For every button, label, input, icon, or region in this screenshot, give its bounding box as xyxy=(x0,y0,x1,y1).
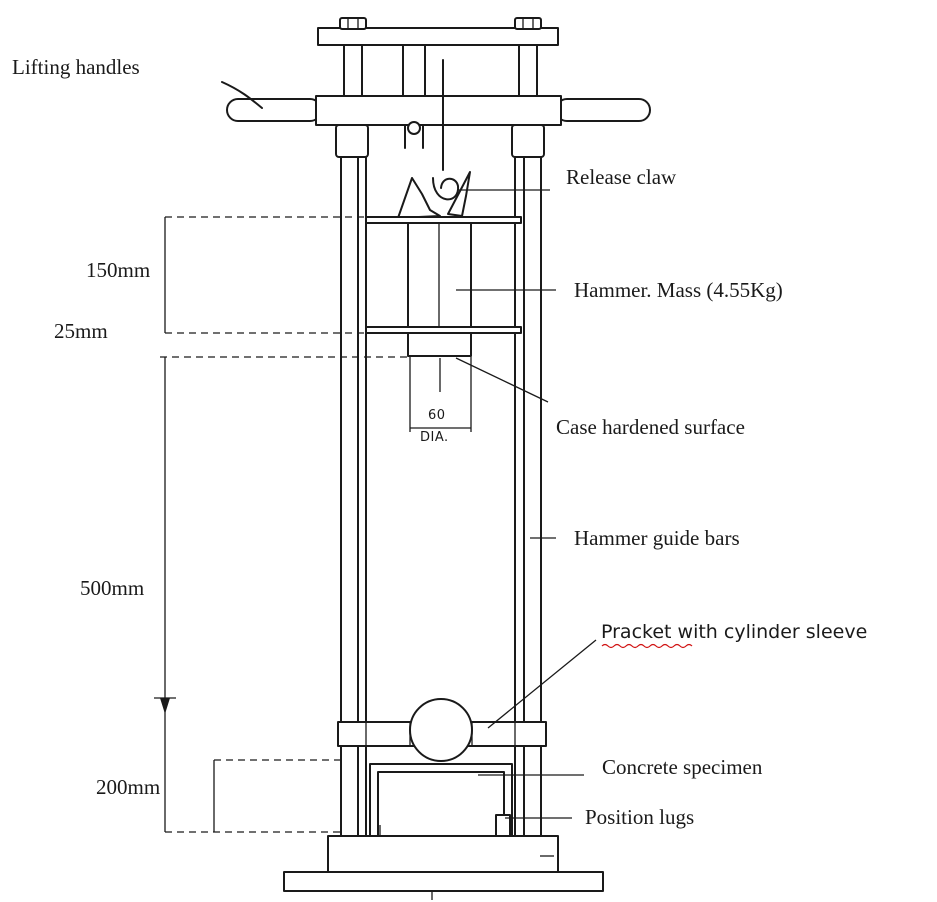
dim-200mm: 200mm xyxy=(96,775,160,799)
top-plate xyxy=(317,17,559,46)
release-rod xyxy=(404,59,444,171)
label-lifting-handles: Lifting handles xyxy=(12,55,140,79)
label-guide-bars: Hammer guide bars xyxy=(574,526,740,550)
specimen-mould xyxy=(369,763,513,837)
spellcheck-underline xyxy=(601,643,693,649)
dimension-lines xyxy=(154,216,410,833)
top-rods xyxy=(343,44,538,98)
dia-value: 60 xyxy=(428,408,446,423)
base xyxy=(283,835,604,900)
bracket xyxy=(337,698,547,762)
label-hammer-mass: Hammer. Mass (4.55Kg) xyxy=(574,278,783,302)
release-claw xyxy=(397,171,471,219)
label-release-claw: Release claw xyxy=(566,165,677,189)
label-bracket: Pracket with cylinder sleeve xyxy=(601,621,867,643)
crossbar xyxy=(226,95,651,126)
dia-unit: DIA. xyxy=(420,430,449,445)
diameter-annotation: 60 DIA. xyxy=(409,357,472,445)
label-case-hardened: Case hardened surface xyxy=(556,415,745,439)
leader-lines xyxy=(221,81,597,819)
label-concrete-specimen: Concrete specimen xyxy=(602,755,763,779)
dim-25mm: 25mm xyxy=(54,319,108,343)
upper-nuts xyxy=(335,124,545,158)
dim-500mm: 500mm xyxy=(80,576,144,600)
hammer xyxy=(365,216,522,357)
label-position-lugs: Position lugs xyxy=(585,805,694,829)
dim-150mm: 150mm xyxy=(86,258,150,282)
